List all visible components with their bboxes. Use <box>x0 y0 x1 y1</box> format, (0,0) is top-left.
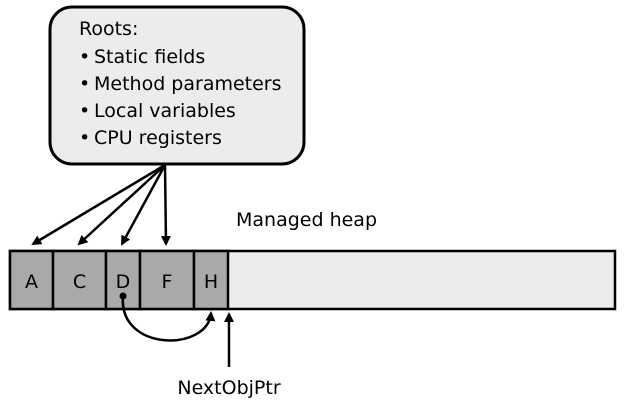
roots-bullet-3: • <box>79 100 90 122</box>
roots-item-local-variables: Local variables <box>94 100 236 122</box>
roots-bullet-1: • <box>79 46 90 68</box>
root-arrow-to-a <box>31 163 166 246</box>
root-arrow-to-f <box>160 164 171 246</box>
managed-heap-label: Managed heap <box>236 209 377 231</box>
heap-object-a-label: A <box>25 271 38 293</box>
roots-bullet-2: • <box>79 73 90 95</box>
roots-item-method-parameters: Method parameters <box>94 73 282 95</box>
managed-heap: A C D F H <box>8 249 617 311</box>
roots-title: Roots: <box>79 18 138 40</box>
roots-box <box>48 5 306 166</box>
root-arrows <box>31 163 171 246</box>
roots-item-cpu-registers: CPU registers <box>94 127 222 149</box>
heap-object-h <box>192 249 230 311</box>
root-arrow-to-d <box>120 164 167 246</box>
roots-callout: Roots: • Static fields • Method paramete… <box>48 5 306 166</box>
reference-arrow-d-to-h <box>121 295 216 342</box>
next-obj-ptr-label: NextObjPtr <box>177 377 280 399</box>
roots-item-static-fields: Static fields <box>94 46 205 68</box>
heap-object-f-label: F <box>162 271 173 293</box>
heap-object-d-label: D <box>116 271 131 293</box>
root-arrow-to-c <box>77 164 166 246</box>
heap-object-c-label: C <box>73 271 86 293</box>
heap-object-a <box>8 249 55 311</box>
heap-object-h-label: H <box>204 271 218 293</box>
reference-d-to-h <box>119 292 216 342</box>
roots-bullet-4: • <box>79 127 90 149</box>
heap-object-c <box>51 249 108 311</box>
